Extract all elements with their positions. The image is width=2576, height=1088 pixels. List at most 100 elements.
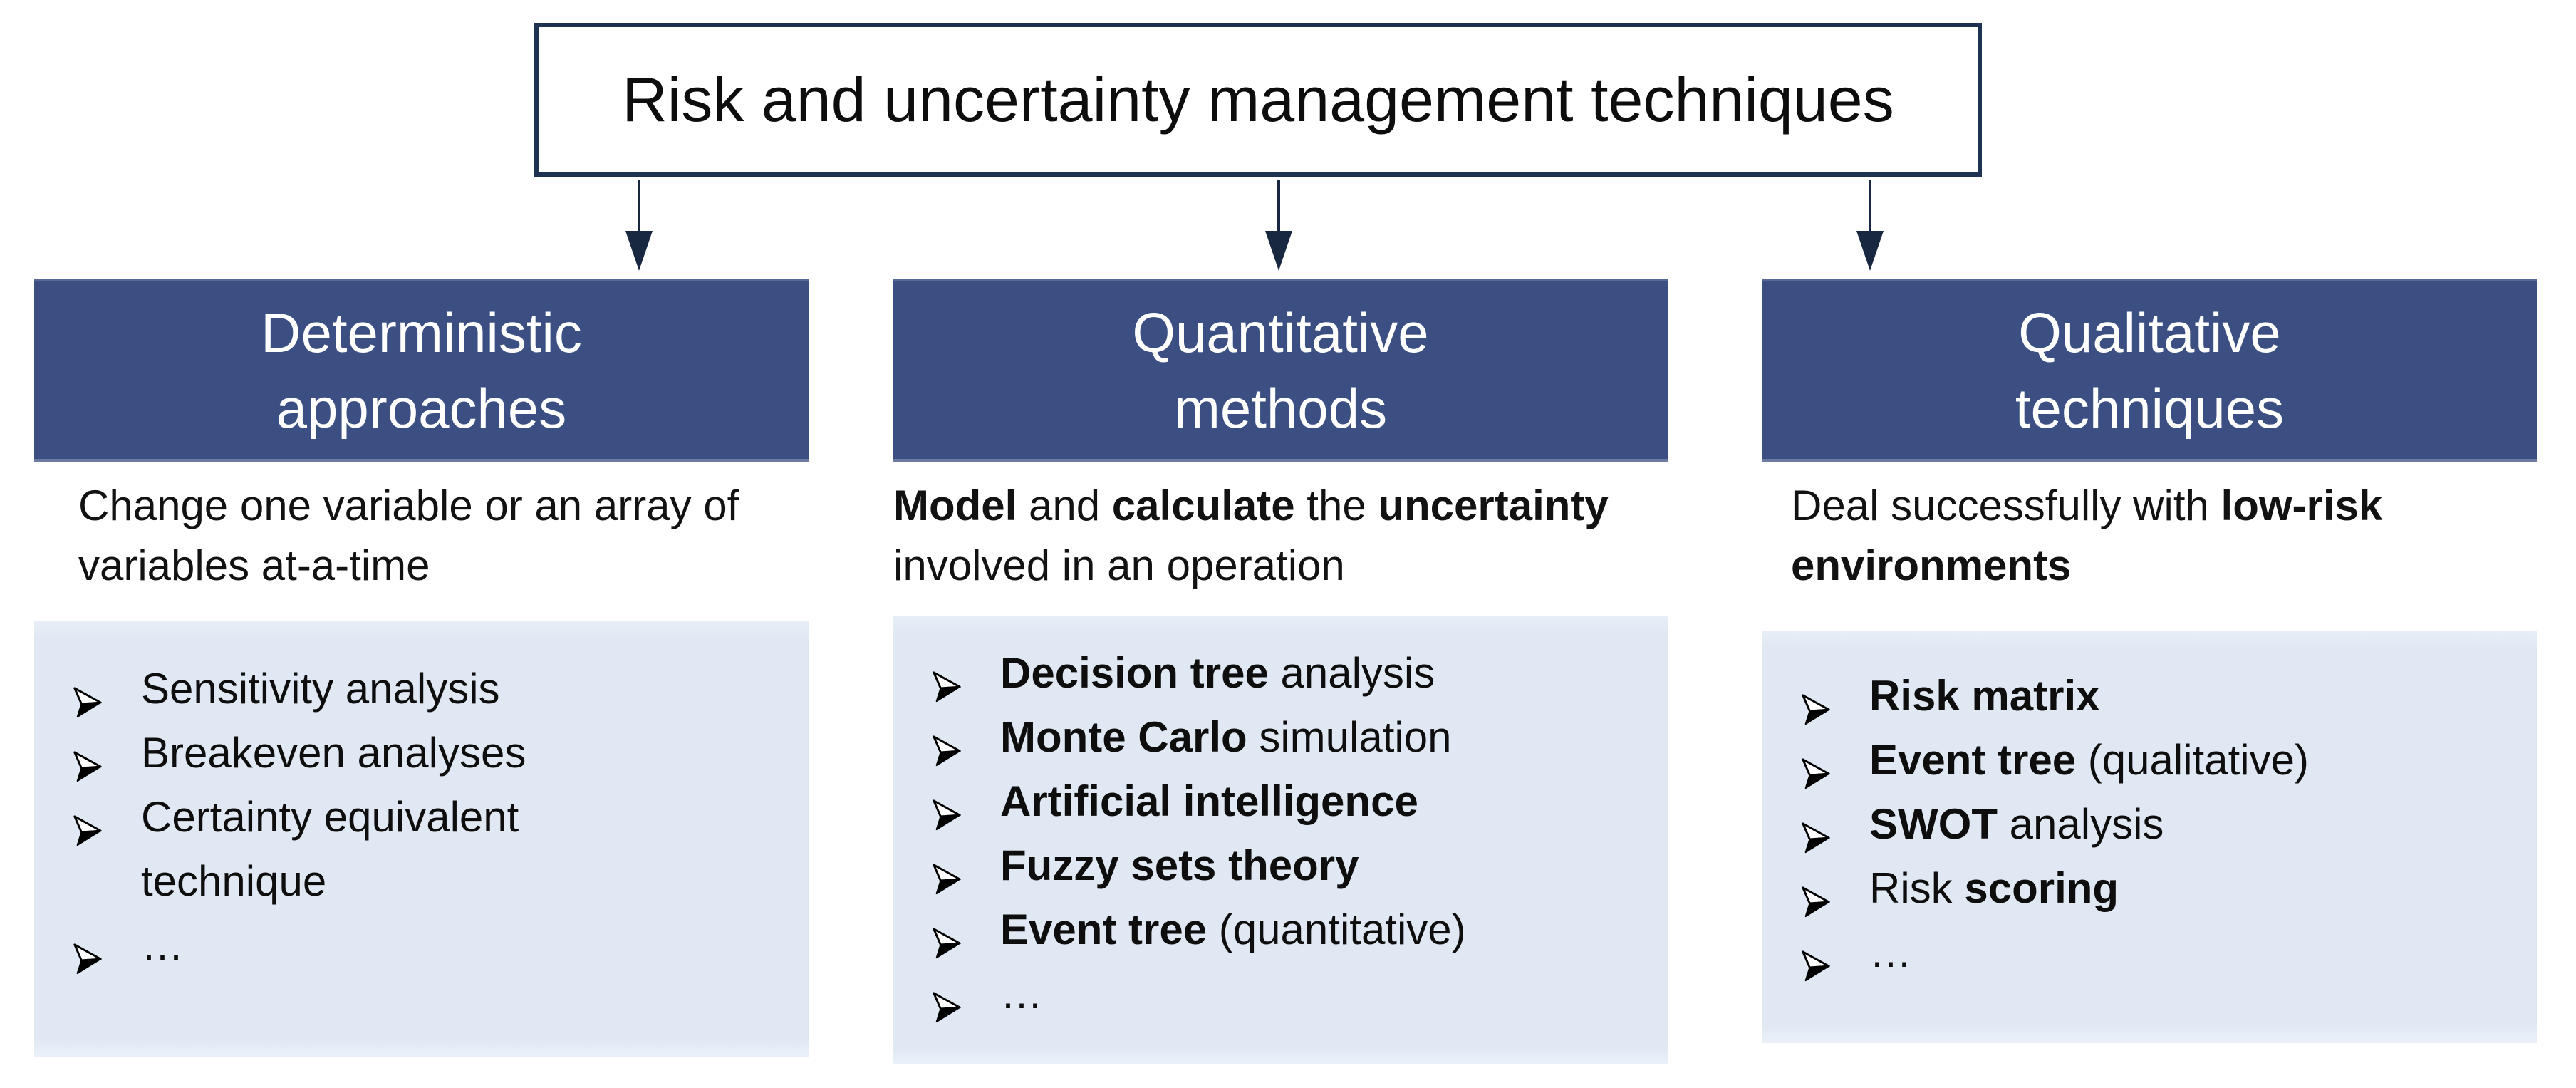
- list-item-text: Certainty equivalent technique: [141, 785, 682, 913]
- text-run: Sensitivity analysis: [141, 665, 500, 713]
- bullet-arrow-icon: [1799, 744, 1832, 789]
- list-item-text: SWOT analysis: [1869, 792, 2164, 856]
- list-item-text: Sensitivity analysis: [141, 657, 500, 721]
- list-item: SWOT analysis: [1762, 792, 2537, 856]
- text-run: SWOT: [1869, 800, 1998, 848]
- text-run: low-risk environments: [1791, 482, 2383, 589]
- text-run: Fuzzy sets theory: [1000, 841, 1359, 889]
- list-item: …: [1762, 921, 2537, 985]
- list-item: …: [34, 913, 809, 978]
- arrow-down-icon: [1856, 231, 1884, 271]
- text-run: Breakeven analyses: [141, 729, 526, 777]
- text-run: and: [1017, 482, 1112, 529]
- category-header-quantitative: Quantitative methods: [893, 279, 1668, 462]
- text-run: Event tree: [1869, 736, 2077, 784]
- list-item: Event tree (qualitative): [1762, 728, 2537, 792]
- bullet-arrow-icon: [930, 849, 963, 895]
- text-run: scoring: [1964, 864, 2119, 912]
- list-item-text: Monte Carlo simulation: [1000, 705, 1451, 770]
- category-header-qualitative: Qualitative techniques: [1762, 279, 2537, 462]
- category-description-quantitative: Model and calculate the uncertainty invo…: [893, 476, 1705, 596]
- list-item-text: …: [141, 913, 184, 978]
- text-run: Model: [893, 482, 1017, 529]
- text-run: Deal successfully with: [1791, 482, 2221, 529]
- list-item-text: Breakeven analyses: [141, 721, 526, 785]
- bullet-arrow-icon: [1799, 680, 1832, 725]
- title-box: Risk and uncertainty management techniqu…: [534, 23, 1982, 177]
- list-item-text: Decision tree analysis: [1000, 641, 1435, 705]
- list-item: Breakeven analyses: [34, 721, 809, 785]
- bullet-arrow-icon: [930, 913, 963, 959]
- text-run: involved in an operation: [893, 542, 1345, 589]
- list-item: Monte Carlo simulation: [893, 705, 1668, 770]
- header-line: methods: [1173, 377, 1388, 440]
- category-header-deterministic: Deterministic approaches: [34, 279, 809, 462]
- category-description-qualitative: Deal successfully with low-risk environm…: [1791, 476, 2510, 596]
- text-run: calculate: [1111, 482, 1295, 529]
- list-item-text: Fuzzy sets theory: [1000, 834, 1359, 898]
- text-run: …: [141, 921, 184, 969]
- text-run: (qualitative): [2076, 736, 2309, 784]
- header-line: techniques: [2015, 377, 2285, 440]
- text-run: Monte Carlo: [1000, 713, 1247, 761]
- list-item: Artificial intelligence: [893, 770, 1668, 834]
- list-item: Event tree (quantitative): [893, 898, 1668, 962]
- bullet-arrow-icon: [930, 978, 963, 1023]
- text-run: Risk: [1869, 864, 1965, 912]
- header-line: Qualitative: [2018, 301, 2281, 364]
- bullet-arrow-icon: [1799, 808, 1832, 854]
- list-item: Risk scoring: [1762, 856, 2537, 921]
- connector-arrow-qualitative: [1854, 180, 1886, 272]
- arrow-down-icon: [1265, 231, 1292, 271]
- text-run: analysis: [1997, 800, 2164, 848]
- bullet-arrow-icon: [71, 673, 104, 718]
- arrow-shaft: [1869, 180, 1871, 254]
- connector-arrow-deterministic: [623, 180, 655, 272]
- bullet-arrow-icon: [71, 929, 104, 975]
- list-item: Sensitivity analysis: [34, 657, 809, 721]
- list-item-text: Risk scoring: [1869, 856, 2119, 921]
- bullet-arrow-icon: [71, 737, 104, 782]
- bullet-arrow-icon: [71, 801, 104, 846]
- text-run: uncertainty: [1378, 482, 1609, 529]
- technique-list-deterministic: Sensitivity analysis Breakeven analyses …: [34, 621, 809, 1057]
- list-item: Risk matrix: [1762, 664, 2537, 728]
- text-run: Artificial intelligence: [1000, 777, 1418, 825]
- bullet-arrow-icon: [930, 657, 963, 703]
- connector-arrow-quantitative: [1263, 180, 1294, 272]
- technique-list-qualitative: Risk matrix Event tree (qualitative) SWO…: [1762, 631, 2537, 1043]
- text-run: Event tree: [1000, 906, 1208, 953]
- arrow-down-icon: [625, 231, 653, 271]
- text-run: …: [1869, 928, 1912, 976]
- list-item: Certainty equivalent technique: [34, 785, 809, 913]
- text-run: Certainty equivalent technique: [141, 793, 519, 905]
- technique-list-quantitative: Decision tree analysis Monte Carlo simul…: [893, 616, 1668, 1064]
- text-run: Change one variable or an array of varia…: [78, 482, 739, 589]
- list-item-text: …: [1000, 962, 1043, 1026]
- category-description-deterministic: Change one variable or an array of varia…: [78, 476, 805, 596]
- header-line: Quantitative: [1132, 301, 1429, 364]
- arrow-shaft: [638, 180, 640, 254]
- list-item-text: Artificial intelligence: [1000, 770, 1418, 834]
- list-item-text: …: [1869, 921, 1912, 985]
- bullet-arrow-icon: [930, 785, 963, 831]
- text-run: simulation: [1247, 713, 1452, 761]
- text-run: Decision tree: [1000, 649, 1269, 697]
- text-run: analysis: [1268, 649, 1435, 697]
- bullet-arrow-icon: [930, 721, 963, 767]
- text-run: (quantitative): [1207, 906, 1466, 953]
- list-item: Fuzzy sets theory: [893, 834, 1668, 898]
- list-item-text: Event tree (qualitative): [1869, 728, 2309, 792]
- header-line: approaches: [276, 377, 567, 440]
- diagram-title: Risk and uncertainty management techniqu…: [622, 64, 1894, 135]
- list-item: Decision tree analysis: [893, 641, 1668, 705]
- arrow-shaft: [1277, 180, 1280, 254]
- list-item-text: Event tree (quantitative): [1000, 898, 1466, 962]
- text-run: …: [1000, 970, 1043, 1017]
- list-item: …: [893, 962, 1668, 1026]
- bullet-arrow-icon: [1799, 872, 1832, 918]
- header-line: Deterministic: [261, 301, 582, 364]
- text-run: Risk matrix: [1869, 672, 2100, 720]
- bullet-arrow-icon: [1799, 936, 1832, 982]
